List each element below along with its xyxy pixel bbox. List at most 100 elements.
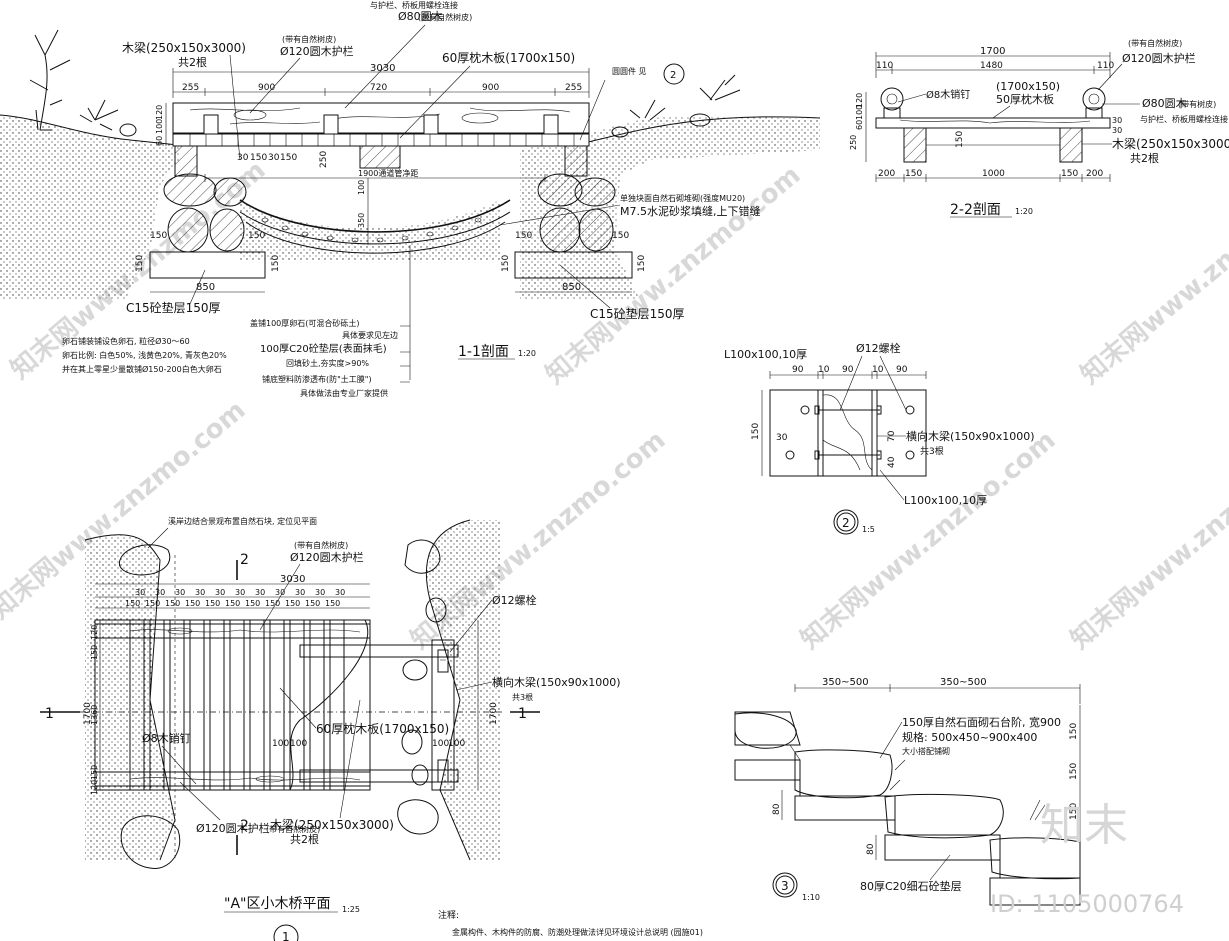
dim: 150 (1069, 803, 1079, 820)
dim: 150 (280, 153, 297, 163)
rail-label: (带有自然树皮) (266, 824, 320, 834)
top-note: 与护栏、桥板用螺栓连接 (370, 0, 458, 10)
dim: 30 (275, 588, 285, 597)
dim: 150 (150, 231, 167, 241)
top-note: Ø80圆木 (398, 10, 443, 23)
plank-label: (1700x150) (996, 80, 1060, 93)
dim: 60 (855, 120, 864, 130)
rail-label: (带有自然树皮) (282, 34, 336, 44)
dim: 110 (1097, 61, 1114, 71)
joist-label: 横向木梁(150x90x1000) (906, 429, 1035, 443)
dim: 150 (90, 765, 99, 780)
dim: 350~500 (940, 677, 987, 688)
dim: 30 (335, 588, 345, 597)
dim: 100 (432, 739, 449, 749)
note-text: 金属构件、木构件的防腐、防潮处理做法详见环境设计总说明 (园施01) (452, 927, 703, 937)
dim: 150 (250, 153, 267, 163)
section-marker-label: 1 (45, 706, 54, 722)
dim: 150 (271, 255, 281, 272)
center-note: 100厚C20砼垫层(表面抹毛) (260, 342, 387, 355)
left-note: 并在其上零星少量散铺Ø150-200白色大卵石 (62, 364, 222, 374)
dim: 90 (896, 365, 908, 375)
pebbles (261, 217, 482, 243)
dim: 900 (482, 83, 499, 93)
dim: 10 (818, 365, 830, 375)
rail-label: (带有自然树皮) (1128, 38, 1182, 48)
section-scale: 1:20 (1015, 207, 1033, 216)
post-label: Ø80圆木 (1142, 97, 1187, 110)
dim: 200 (1086, 169, 1103, 179)
dim: 30 (215, 588, 225, 597)
dim: 80 (866, 843, 876, 855)
section-marker-label: 2 (240, 818, 249, 834)
plan-circle-num: 1 (282, 930, 290, 941)
center-note: 具体做法由专业厂家提供 (300, 388, 388, 398)
branding: 知末 ID: 1105000764 (990, 800, 1184, 918)
dim: 720 (370, 83, 387, 93)
dim: 90 (842, 365, 854, 375)
bolt-label: Ø12螺栓 (492, 593, 537, 607)
dim: 150 (751, 423, 761, 440)
dim: 150 (135, 255, 145, 272)
center-note: 回填砂土,夯实度>90% (286, 358, 369, 368)
dim: 120 (155, 105, 164, 120)
dim: 30 (315, 588, 325, 597)
joist-label: 横向木梁(150x90x1000) (492, 675, 621, 689)
dim: 30 (776, 433, 788, 443)
dim: 1480 (980, 61, 1003, 71)
beam-label: 木梁(250x150x3000) (1112, 136, 1229, 151)
dim: 110 (876, 61, 893, 71)
abutment-left (163, 173, 247, 253)
dim: 150 (1061, 169, 1078, 179)
center-note: 铺底塑料防渗透布(防"土工膜") (262, 374, 372, 384)
footing-width: 850 (562, 282, 581, 293)
section-title: 2-2剖面 (950, 202, 1001, 218)
detail-scale: 1:5 (862, 525, 875, 534)
dim: 100 (448, 739, 465, 749)
footing-width: 850 (196, 282, 215, 293)
dim: 120 (90, 625, 99, 640)
dim: 1700 (489, 702, 499, 725)
beam-count: 共2根 (290, 832, 319, 846)
dim: 30 (268, 153, 280, 163)
section-2-2: 1700 110 1480 110 (带有自然树皮) Ø120圆木护栏 Ø8木销… (849, 38, 1229, 218)
abutment-right (537, 173, 616, 253)
rail-label: Ø120圆木护栏 (196, 821, 270, 835)
section-marker-label: 2 (240, 552, 249, 568)
joist-count: 共3根 (920, 445, 944, 457)
dim: 150 (325, 599, 340, 608)
dim: 150 (612, 231, 629, 241)
plank-label: 60厚枕木板(1700x150) (442, 50, 575, 65)
plank-label: 50厚枕木板 (996, 92, 1054, 106)
dim: 900 (258, 83, 275, 93)
dim: 1700 (83, 702, 93, 725)
watermark: 知末网www.znzmo.com (795, 425, 1061, 655)
footing-label: C15砼垫层150厚 (590, 306, 685, 321)
right-tag: 圆圆件 见 (612, 66, 647, 76)
dim: 100 (357, 180, 366, 195)
bottom-label: 80厚C20细石砼垫层 (860, 879, 962, 893)
dim: 10 (872, 365, 884, 375)
section-title: 1-1剖面 (458, 344, 509, 360)
nail-label: Ø8木销钉 (142, 731, 191, 745)
rail-label: Ø120圆木护栏 (290, 550, 364, 564)
nail-label: Ø8木销钉 (926, 88, 970, 101)
right-tag-num: 2 (670, 70, 676, 81)
dim: 30 (135, 588, 145, 597)
dim: 40 (887, 456, 897, 468)
dim: 100 (855, 105, 864, 120)
dim: 150 (245, 599, 260, 608)
rail-label: (带有自然树皮) (294, 540, 348, 550)
top-note: 溪岸边结合景观布置自然石块, 定位见平面 (168, 516, 317, 526)
dim: 350~500 (822, 677, 869, 688)
beam-count: 共2根 (178, 55, 207, 69)
left-note: 卵石铺装铺设色卵石, 粒径Ø30～60 (62, 336, 190, 346)
beam-label: 木梁(250x150x3000) (270, 817, 394, 832)
section-1-1: 3030 255 900 720 900 255 120 100 60 30 1… (0, 0, 821, 398)
dim: 150 (515, 231, 532, 241)
logo-text: 知末 (1040, 800, 1128, 851)
footing-label: C15砼垫层150厚 (126, 300, 221, 315)
detail-2: L100x100,10厚 Ø12螺栓 90 10 90 10 90 150 30… (724, 341, 1035, 535)
center-note: 具体要求见左边 (342, 330, 398, 340)
